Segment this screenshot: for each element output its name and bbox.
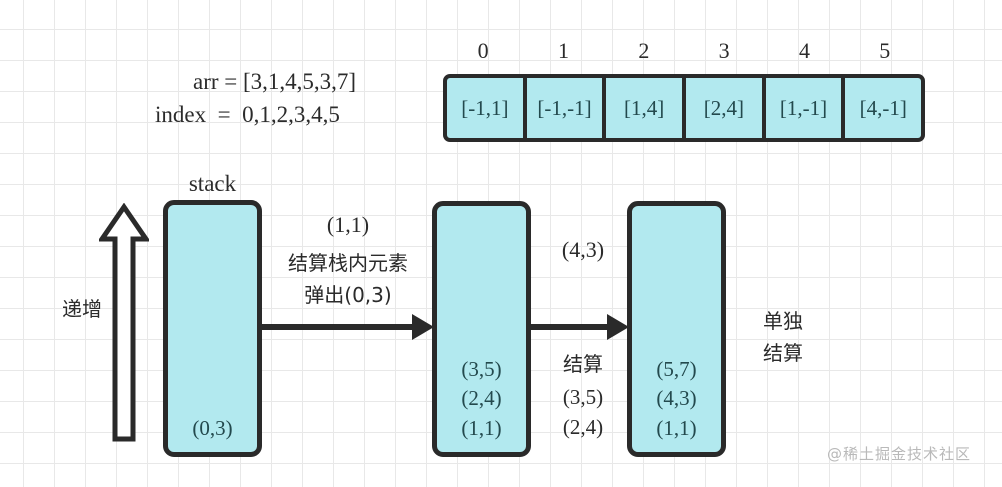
array-cell: [2,4]	[686, 78, 766, 138]
up-arrow-icon	[99, 203, 149, 442]
stack-item: (1,1)	[461, 416, 502, 441]
stack-item: (3,5)	[461, 356, 502, 381]
stack-2-items: (3,5) (2,4) (1,1)	[437, 355, 526, 444]
arrow-stack2-to-stack3	[531, 314, 629, 340]
array-cell: [1,4]	[606, 78, 687, 138]
stack-1-items: (0,3)	[168, 414, 257, 444]
stack-item: (0,3)	[192, 416, 233, 441]
array-index-labels: 0 1 2 3 4 5	[443, 38, 925, 66]
array-index-5: 5	[879, 38, 891, 63]
stack-item: (5,7)	[656, 356, 697, 381]
transition-2-note-line1: 结算	[563, 352, 603, 376]
array-cell: [4,-1]	[859, 95, 907, 120]
stack-item: (1,1)	[656, 416, 697, 441]
stack-box-2: (3,5) (2,4) (1,1)	[432, 201, 531, 457]
legend-index-line: index = 0,1,2,3,4,5	[155, 102, 340, 127]
array-cell: [-1,-1]	[527, 78, 607, 138]
stack-3-items: (5,7) (4,3) (1,1)	[632, 355, 721, 444]
array-index-2: 2	[638, 38, 650, 63]
right-note-line2: 结算	[763, 341, 803, 365]
transition-1-value: (1,1)	[326, 212, 370, 237]
array-index-0: 0	[477, 38, 489, 63]
increasing-label-text: 递增	[62, 297, 102, 321]
stack-box-1: (0,3)	[163, 200, 262, 457]
transition-2-value: (4,3)	[561, 237, 605, 262]
array-index-1: 1	[557, 38, 569, 63]
array-cell: [-1,1]	[447, 78, 527, 138]
stack-item: (2,4)	[461, 386, 502, 411]
array-index-4: 4	[798, 38, 810, 63]
arrow-stack1-to-stack2	[260, 314, 434, 340]
array-index-3: 3	[718, 38, 730, 63]
right-note-line1: 单独	[763, 309, 803, 333]
transition-2-note-line3: (2,4)	[562, 415, 604, 439]
watermark: @稀土掘金技术社区	[827, 445, 972, 463]
transition-2-note-line2: (3,5)	[562, 385, 604, 409]
stack-item: (4,3)	[656, 386, 697, 411]
stack-1-title: stack	[188, 171, 237, 196]
array-row: [-1,1] [-1,-1] [1,4] [2,4] [1,-1] [4,-1]	[443, 74, 925, 142]
legend-arr-line: arr = [3,1,4,5,3,7]	[193, 69, 357, 94]
transition-1-note-line2: 弹出(0,3)	[304, 283, 392, 307]
transition-1-note-line1: 结算栈内元素	[288, 251, 408, 275]
array-cell: [1,-1]	[766, 78, 846, 138]
increasing-label: 递增	[62, 296, 102, 323]
stack-box-3: (5,7) (4,3) (1,1)	[627, 201, 726, 457]
